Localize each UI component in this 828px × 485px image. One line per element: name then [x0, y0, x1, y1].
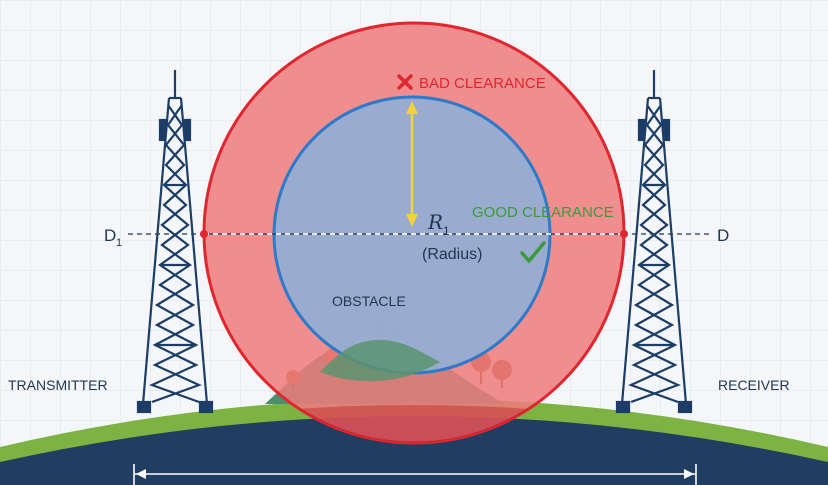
d1-subscript: 1 [116, 237, 122, 249]
x-mark-icon [397, 74, 413, 90]
zone-edge-point-right [620, 230, 628, 238]
receiver-tower [615, 70, 693, 414]
ground-earth [0, 416, 828, 485]
bad-clearance-label: BAD CLEARANCE [397, 74, 546, 92]
obstacle-in-zone [320, 340, 440, 382]
bad-clearance-text: BAD CLEARANCE [419, 75, 546, 92]
transmitter-tower [136, 70, 214, 414]
d-label: D [717, 226, 729, 245]
distance-arrow [133, 464, 697, 485]
receiver-label: RECEIVER [718, 377, 790, 393]
check-mark-icon [520, 241, 546, 263]
radius-arrow [406, 101, 418, 227]
radius-symbol: R [427, 210, 443, 234]
radius-text: (Radius) [422, 246, 482, 263]
radius-subscript: 1 [443, 224, 450, 238]
obstacle-label: OBSTACLE [332, 293, 406, 309]
good-clearance-text: GOOD CLEARANCE [472, 204, 614, 221]
transmitter-label: TRANSMITTER [8, 377, 108, 393]
d1-label: D [104, 226, 116, 245]
zone-edge-point-left [200, 230, 208, 238]
